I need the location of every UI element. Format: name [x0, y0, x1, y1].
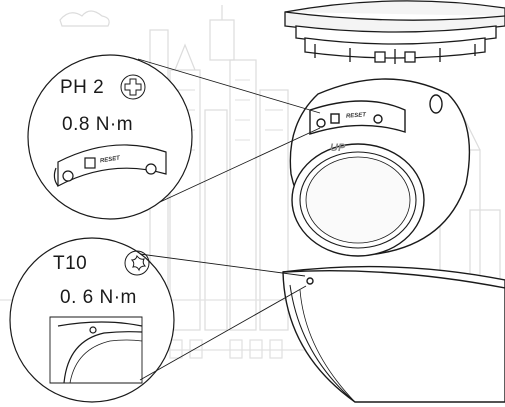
bottom-torque-label: 0. 6 N·m: [60, 287, 137, 308]
top-torque-label: 0.8 N·m: [62, 114, 134, 135]
phillips-head-icon: [120, 74, 146, 100]
callout-bottom: [9, 237, 307, 403]
dome-cover: [282, 265, 505, 403]
camera-body-label: UP: [330, 142, 346, 154]
bottom-driver-label: T10: [53, 253, 88, 274]
mounting-base: [284, 0, 505, 64]
dome-screw-detail: [49, 316, 143, 384]
reset-plate-detail: [53, 144, 167, 187]
torx-head-icon: [124, 250, 150, 276]
camera-module: [289, 78, 471, 257]
callout-top: [27, 54, 321, 220]
top-driver-label: PH 2: [60, 77, 105, 98]
